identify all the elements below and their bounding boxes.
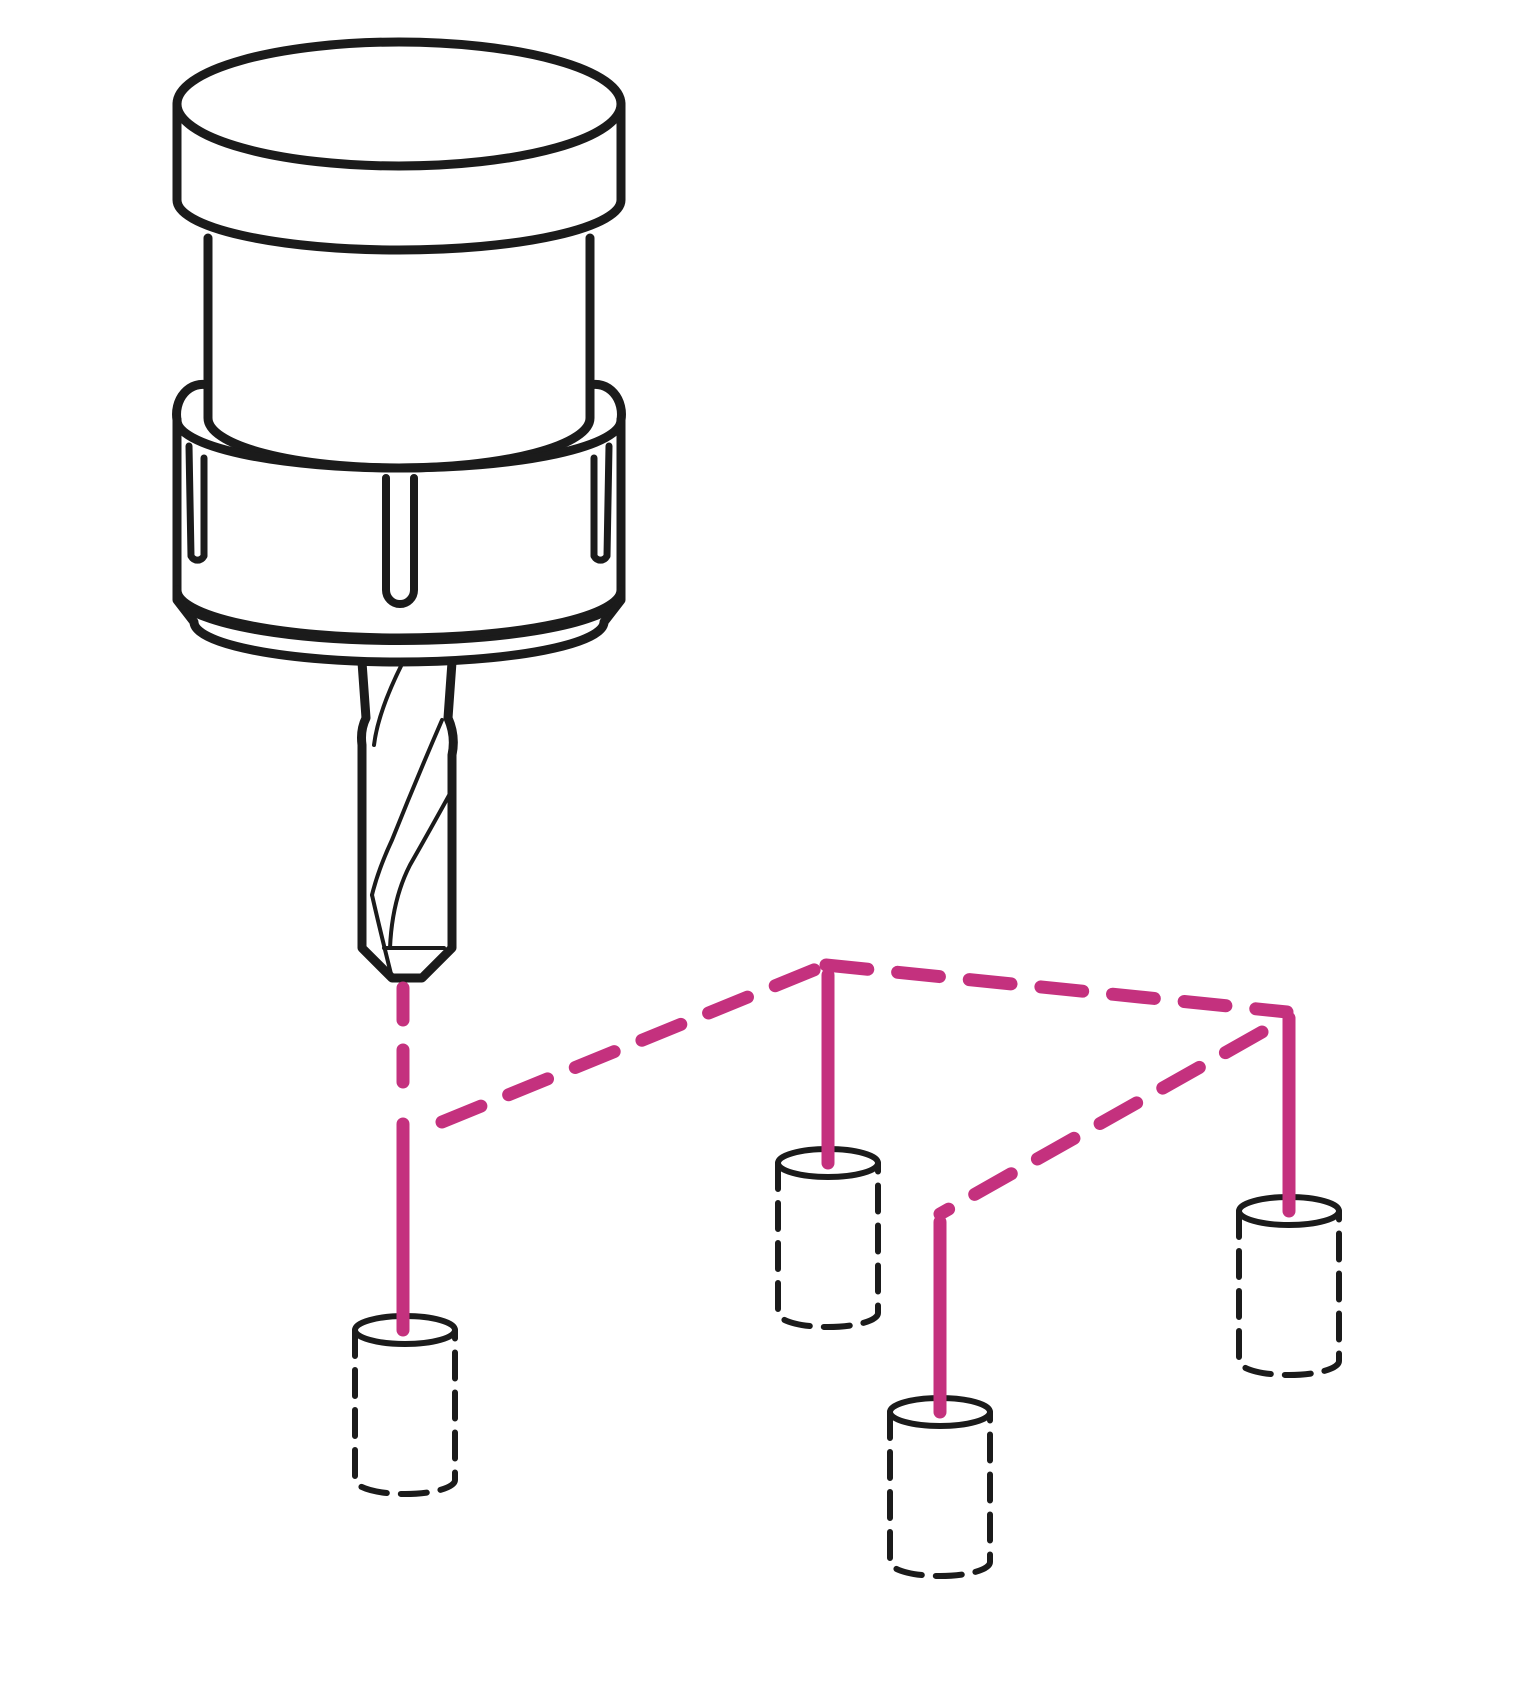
hole-4 bbox=[1236, 1194, 1342, 1378]
spindle-neck bbox=[203, 233, 595, 473]
spindle-tool-holder bbox=[172, 37, 626, 983]
spindle-top-cap bbox=[172, 37, 626, 255]
hole-1 bbox=[352, 1313, 458, 1497]
collet-slot-right bbox=[590, 442, 613, 564]
toolpath-rapid-4-3 bbox=[933, 1025, 1269, 1221]
toolpath-rapid-1-2 bbox=[435, 958, 833, 1129]
collet-slot-left bbox=[185, 442, 208, 564]
collet-nut bbox=[172, 379, 626, 667]
toolpath-rapid-2-4 bbox=[819, 958, 1294, 1019]
hole-3 bbox=[887, 1395, 993, 1579]
toolpath bbox=[396, 958, 1296, 1419]
hole-2 bbox=[775, 1146, 881, 1330]
collet-slot-center bbox=[382, 474, 418, 608]
drill-bit bbox=[357, 657, 458, 983]
